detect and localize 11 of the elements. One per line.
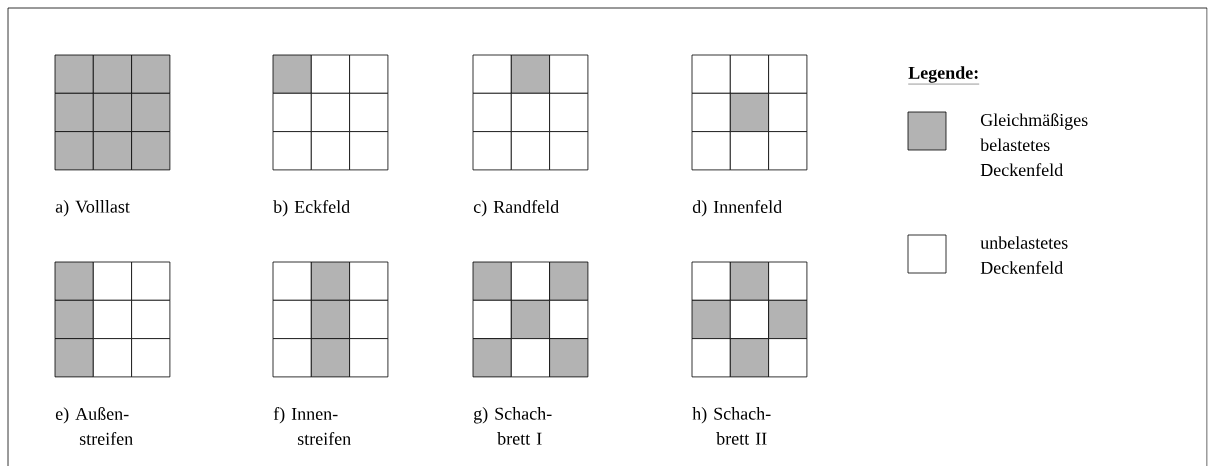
grid-caption: c) Randfeld bbox=[473, 200, 559, 217]
grid-caption: h) Schach- brett II bbox=[692, 407, 771, 445]
legend-text: unbelastetes Deckenfeld bbox=[980, 236, 1068, 274]
grid-caption: f) Innen- streifen bbox=[273, 407, 351, 445]
grid-caption: b) Eckfeld bbox=[273, 200, 350, 217]
legend-heading: Legende: bbox=[908, 66, 980, 85]
grid-caption: g) Schach- brett I bbox=[474, 407, 552, 445]
legend-text: Gleichmäßiges belastetes Deckenfeld bbox=[980, 113, 1088, 177]
grid-caption: d) Innenfeld bbox=[692, 200, 782, 217]
grid-caption: e) Außen- streifen bbox=[55, 407, 133, 445]
grid-caption: a) Volllast bbox=[55, 200, 130, 217]
